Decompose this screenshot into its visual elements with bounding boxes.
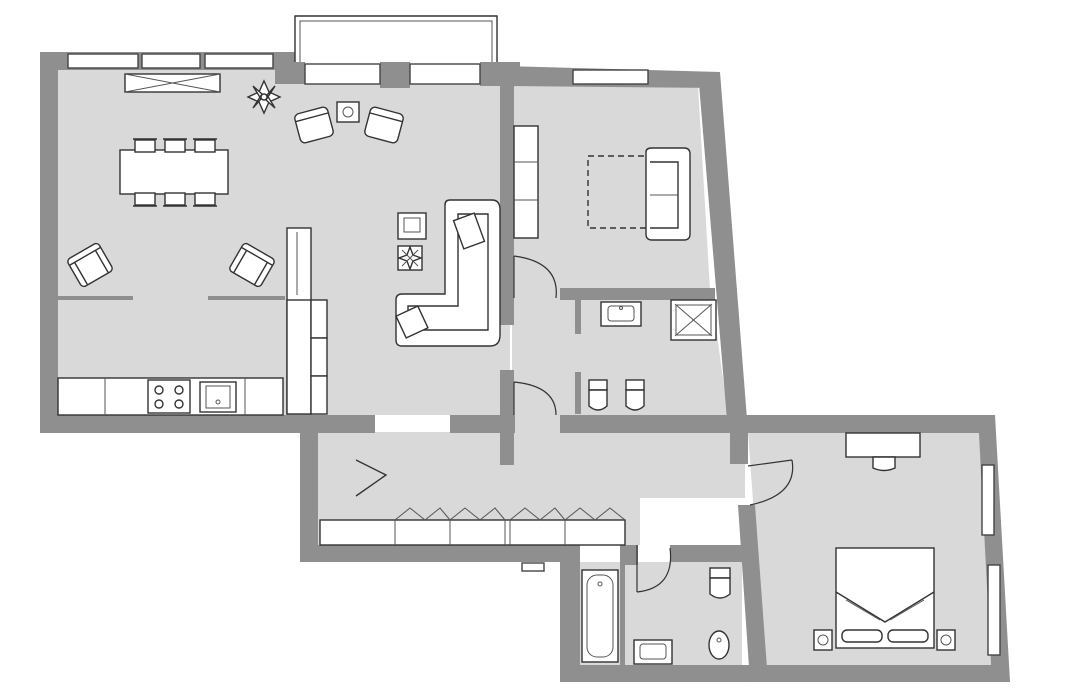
window bbox=[304, 63, 381, 85]
bidet bbox=[708, 630, 730, 660]
wall bbox=[560, 415, 750, 433]
armchair bbox=[67, 242, 113, 288]
side-table bbox=[397, 212, 427, 240]
wash-basin bbox=[633, 639, 673, 665]
wall bbox=[698, 72, 748, 432]
compass-star-icon bbox=[397, 245, 423, 271]
wall bbox=[560, 665, 1000, 682]
double-bed bbox=[835, 547, 935, 649]
dining-chair bbox=[163, 138, 187, 153]
window bbox=[204, 53, 274, 69]
door-bath-2 bbox=[636, 545, 672, 593]
balcony-outline bbox=[294, 15, 498, 62]
wardrobe bbox=[513, 125, 539, 239]
floor-hallway bbox=[318, 432, 745, 545]
nightstand bbox=[936, 629, 956, 651]
wall bbox=[300, 415, 375, 433]
wall bbox=[560, 545, 580, 680]
door-study bbox=[513, 255, 557, 299]
window bbox=[572, 69, 649, 85]
window bbox=[141, 53, 201, 69]
balcony-inner bbox=[299, 20, 493, 62]
wall bbox=[738, 505, 768, 682]
floors bbox=[58, 70, 992, 665]
lounge-chair bbox=[364, 106, 404, 144]
window bbox=[67, 53, 139, 69]
bathtub bbox=[581, 569, 619, 663]
door-bedroom bbox=[747, 459, 794, 506]
wall bbox=[745, 415, 990, 433]
nightstand bbox=[813, 629, 833, 651]
wall bbox=[500, 78, 514, 298]
wall bbox=[575, 372, 581, 414]
windows bbox=[67, 15, 1001, 656]
wall bbox=[300, 545, 580, 562]
wall bbox=[500, 415, 514, 465]
wall bbox=[275, 62, 305, 84]
stove-icon bbox=[147, 379, 191, 414]
shower-icon bbox=[670, 299, 717, 341]
wall bbox=[380, 62, 410, 88]
toilet bbox=[588, 379, 608, 411]
vent bbox=[521, 562, 545, 572]
dining-chair bbox=[163, 192, 187, 207]
side-table bbox=[336, 101, 360, 123]
wall bbox=[560, 288, 715, 300]
lounge-chair bbox=[294, 106, 334, 144]
window bbox=[987, 564, 1001, 656]
window bbox=[981, 464, 995, 536]
radiator bbox=[124, 73, 221, 93]
window bbox=[409, 63, 481, 85]
wall bbox=[300, 432, 318, 560]
sofa-bed bbox=[645, 147, 691, 241]
floor-hall-strip bbox=[512, 290, 560, 435]
wall bbox=[730, 432, 748, 464]
tall-cabinet bbox=[286, 227, 312, 415]
dining-table bbox=[119, 138, 229, 207]
doors bbox=[513, 255, 794, 593]
wall bbox=[575, 298, 581, 334]
plant-icon bbox=[246, 79, 282, 115]
wall bbox=[500, 290, 514, 325]
cabinet-unit bbox=[310, 299, 328, 415]
wall bbox=[670, 545, 745, 562]
dining-chair bbox=[133, 192, 157, 207]
dining-chair bbox=[193, 192, 217, 207]
dining-chair bbox=[193, 138, 217, 153]
dining-chair bbox=[133, 138, 157, 153]
sectional-sofa bbox=[395, 199, 501, 347]
desk bbox=[845, 432, 921, 472]
wall bbox=[450, 415, 515, 433]
armchair bbox=[229, 242, 275, 288]
wash-basin bbox=[600, 301, 642, 327]
wall bbox=[40, 52, 58, 432]
kitchen-sink bbox=[199, 381, 237, 413]
door-bath-1 bbox=[513, 381, 557, 416]
hallway-closet bbox=[319, 507, 626, 546]
wall bbox=[620, 560, 625, 665]
entrance-arrow-icon bbox=[355, 459, 388, 497]
wall bbox=[40, 415, 300, 433]
bidet bbox=[625, 379, 645, 411]
toilet bbox=[709, 567, 731, 599]
